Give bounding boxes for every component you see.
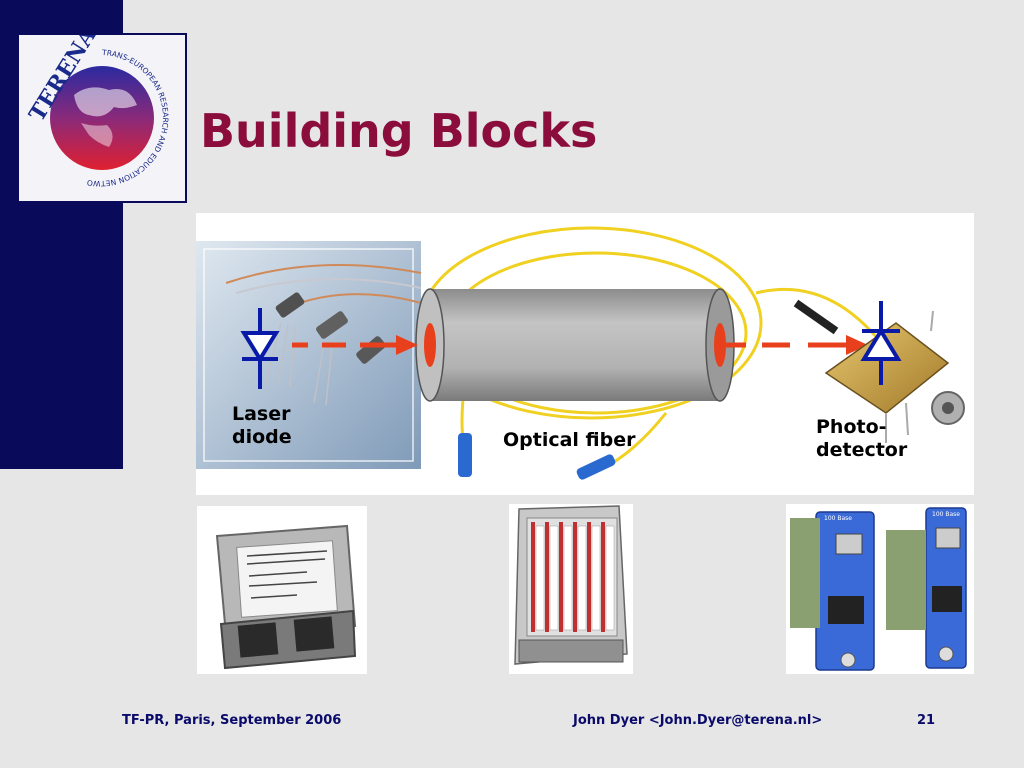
page-number: 21 (917, 713, 936, 728)
footer-author: John Dyer <John.Dyer@terena.nl> (573, 713, 823, 728)
converter-label-2: 100 Base (932, 511, 960, 518)
laser-diode-label: Laser (232, 403, 291, 425)
optical-link-diagram: Laser diode Optical fiber Photo- detecto… (196, 213, 974, 495)
photodetector-label: Photo- (816, 416, 887, 438)
laser-diode-photo (196, 241, 421, 469)
terena-logo: TERENA TRANS-EUROPEAN RESEARCH AND EDUCA… (16, 22, 187, 203)
gbic-transceiver-photo (197, 506, 367, 674)
router-chassis-photo (509, 504, 633, 674)
slide-title: Building Blocks (200, 104, 598, 158)
converter-label-1: 100 Base (824, 515, 852, 522)
optical-fiber-label: Optical fiber (503, 429, 636, 451)
fiber-cylinder (430, 289, 720, 401)
laser-diode-label-2: diode (232, 426, 292, 448)
photodetector-label-2: detector (816, 439, 908, 461)
photodetector-photo (793, 299, 965, 443)
media-converter-photo: 100 Base 100 Base (786, 504, 974, 674)
laser-diode-icon (240, 308, 280, 389)
photodiode-icon (860, 301, 902, 385)
footer-event: TF-PR, Paris, September 2006 (122, 713, 342, 728)
